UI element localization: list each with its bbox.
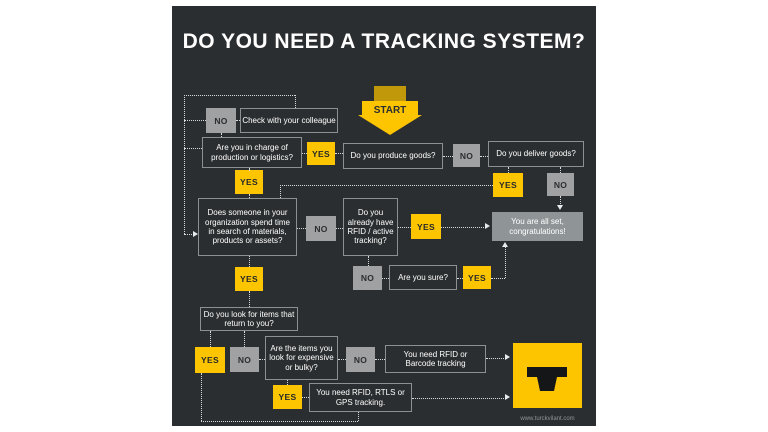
flow-line: [302, 153, 307, 154]
flow-line: [486, 358, 506, 359]
flow-line: [295, 95, 296, 108]
flow-line: [249, 168, 250, 170]
flow-line: [457, 278, 463, 279]
page-title: DO YOU NEED A TRACKING SYSTEM?: [182, 30, 586, 53]
node-already-rfid: Do you already have RFID / active tracki…: [343, 198, 398, 256]
badge-yes-return: YES: [195, 347, 225, 373]
badge-no-search: NO: [306, 216, 336, 241]
arrow-icon: [193, 231, 198, 237]
flow-line: [560, 167, 561, 173]
node-in-charge: Are you in charge of production or logis…: [202, 137, 302, 168]
start-label: START: [374, 105, 407, 116]
flow-line: [368, 256, 369, 266]
flow-line: [184, 148, 202, 149]
node-check-colleague: Check with your colleague: [240, 108, 338, 133]
badge-no-already: NO: [353, 266, 382, 290]
node-are-you-sure: Are you sure?: [389, 265, 457, 290]
flow-line: [375, 359, 385, 360]
badge-yes-in-charge: YES: [307, 142, 335, 165]
flow-line: [505, 246, 506, 278]
website-url: www.turckvilant.com: [520, 416, 575, 422]
start-arrow-icon: START: [358, 86, 422, 135]
badge-yes-charge-down: YES: [235, 170, 263, 194]
flow-line: [249, 194, 250, 198]
flow-line: [210, 331, 211, 347]
flow-line: [412, 398, 506, 399]
flow-line: [302, 397, 309, 398]
badge-yes-already: YES: [411, 214, 441, 239]
turck-vilant-logo: [513, 343, 582, 408]
flow-line: [221, 133, 222, 137]
flow-line: [201, 373, 202, 421]
flow-line: [259, 359, 265, 360]
node-look-items: Do you look for items that return to you…: [200, 307, 298, 331]
arrow-icon: [502, 242, 508, 247]
badge-yes-sure: YES: [463, 266, 491, 289]
node-all-set: You are all set, congratulations!: [492, 212, 583, 241]
arrow-icon: [505, 394, 510, 400]
badge-no-colleague: NO: [206, 108, 236, 133]
flow-line: [382, 278, 389, 279]
arrow-icon: [557, 205, 563, 210]
flow-line: [398, 227, 411, 228]
node-need-rfid-rtls: You need RFID, RTLS or GPS tracking.: [309, 383, 412, 412]
flow-line: [338, 359, 346, 360]
flow-line: [358, 412, 359, 421]
flow-line: [249, 256, 250, 267]
flow-line: [336, 228, 343, 229]
arrow-icon: [485, 223, 490, 229]
badge-yes-bulky: YES: [273, 385, 302, 409]
flow-line: [184, 95, 295, 96]
flow-line: [480, 156, 488, 157]
flow-line: [335, 153, 343, 154]
flow-line: [508, 167, 509, 173]
flow-line: [184, 95, 185, 234]
flow-line: [184, 120, 206, 121]
flow-line: [184, 234, 194, 235]
flow-line: [249, 291, 250, 307]
node-deliver-goods: Do you deliver goods?: [488, 141, 584, 167]
flow-line: [560, 196, 561, 206]
flow-line: [201, 421, 358, 422]
flow-line: [443, 156, 453, 157]
node-expensive-bulky: Are the items you look for expensive or …: [265, 336, 338, 380]
flow-line: [287, 380, 288, 385]
flowchart-canvas: DO YOU NEED A TRACKING SYSTEM? START NO …: [172, 6, 596, 426]
node-produce-goods: Do you produce goods?: [343, 143, 443, 169]
badge-no-produce: NO: [453, 144, 480, 167]
badge-no-deliver: NO: [547, 173, 574, 196]
node-does-someone: Does someone in your organization spend …: [198, 198, 297, 256]
node-need-rfid-barcode: You need RFID or Barcode tracking: [385, 345, 486, 373]
flow-line: [441, 227, 486, 228]
flow-line: [297, 228, 306, 229]
badge-yes-search: YES: [235, 267, 263, 291]
badge-no-return: NO: [230, 347, 259, 372]
flow-line: [244, 331, 245, 347]
flow-line: [280, 185, 493, 186]
badge-no-bulky: NO: [346, 347, 375, 372]
badge-yes-deliver: YES: [493, 173, 523, 197]
flow-line: [280, 185, 281, 198]
arrow-icon: [505, 354, 510, 360]
flow-line: [491, 278, 505, 279]
flow-line: [236, 120, 240, 121]
